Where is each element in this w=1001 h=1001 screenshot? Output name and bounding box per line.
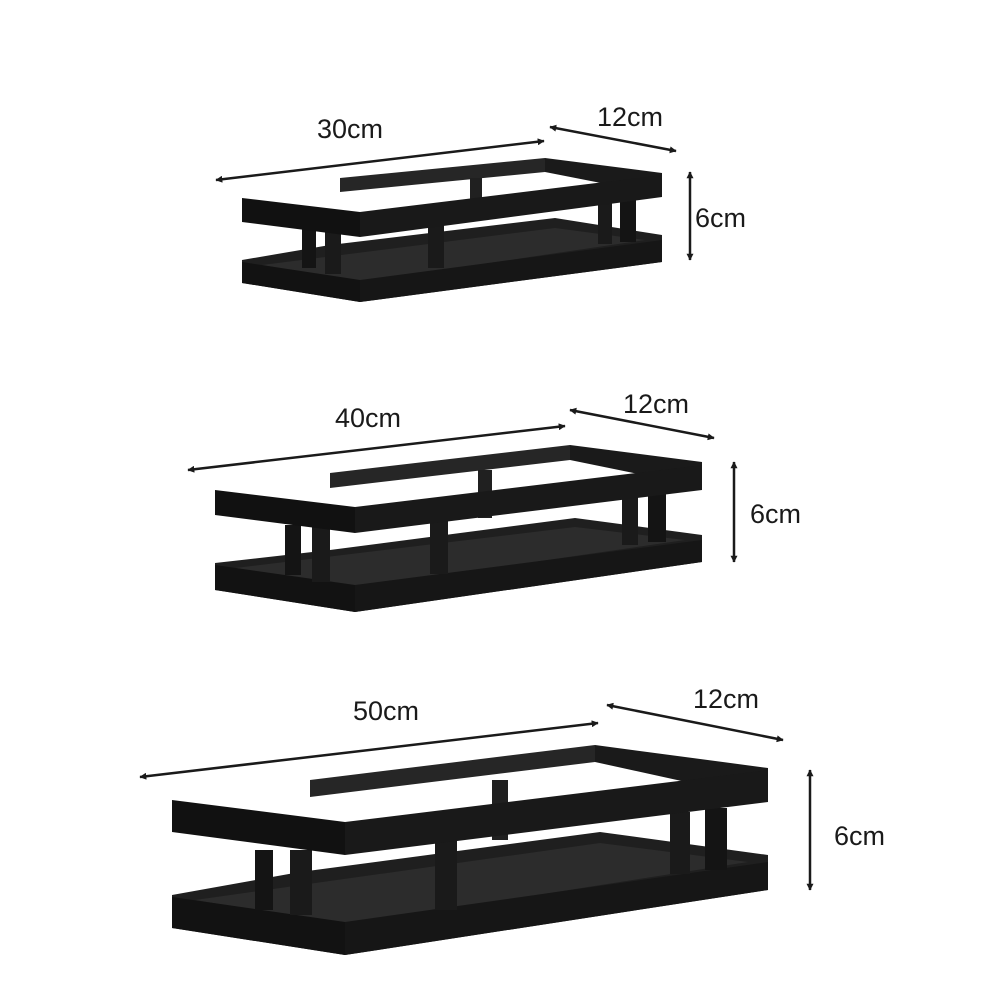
shelf-40cm bbox=[187, 407, 738, 612]
front-post bbox=[430, 512, 448, 574]
front-post bbox=[302, 222, 316, 268]
shelf-1-height-label: 6cm bbox=[695, 203, 747, 233]
base-tray-front-long bbox=[355, 540, 702, 612]
front-post bbox=[255, 850, 273, 910]
front-rail-long bbox=[355, 465, 702, 533]
base-tray-inner bbox=[195, 843, 748, 925]
shelf-3-depth-label: 12cm bbox=[693, 684, 760, 714]
base-tray-front-long bbox=[345, 862, 768, 955]
front-post bbox=[622, 495, 638, 545]
back-rail bbox=[330, 445, 570, 488]
front-post bbox=[648, 492, 666, 542]
shelf-1-depth-label: 12cm bbox=[597, 102, 664, 132]
base-tray-front bbox=[172, 897, 345, 955]
front-rail-long bbox=[345, 770, 768, 855]
front-post bbox=[670, 812, 690, 874]
front-post bbox=[290, 850, 312, 915]
front-post bbox=[620, 196, 636, 242]
base-tray-front-long bbox=[360, 240, 662, 302]
back-rail bbox=[340, 158, 545, 192]
shelf-2-depth-label: 12cm bbox=[623, 389, 690, 419]
front-post bbox=[705, 808, 727, 870]
shelf-30cm bbox=[215, 124, 694, 302]
depth-arrow bbox=[606, 702, 784, 743]
front-post bbox=[325, 224, 341, 274]
length-arrow bbox=[187, 423, 566, 473]
base-tray-inner bbox=[235, 527, 685, 588]
front-post bbox=[312, 527, 330, 582]
length-arrow bbox=[215, 138, 545, 183]
front-rail bbox=[215, 490, 355, 533]
depth-arrow bbox=[549, 124, 677, 154]
front-post bbox=[435, 835, 457, 910]
base-tray-inner bbox=[262, 228, 645, 282]
shelf-2-height-label: 6cm bbox=[750, 499, 802, 529]
front-rail-long bbox=[360, 175, 662, 237]
base-tray-front bbox=[215, 565, 355, 612]
front-rail bbox=[172, 800, 345, 855]
front-post bbox=[598, 198, 612, 244]
shelf-50cm bbox=[139, 702, 814, 955]
length-arrow bbox=[139, 720, 599, 780]
front-rail bbox=[242, 198, 360, 237]
shelf-3-length-label: 50cm bbox=[353, 696, 420, 726]
shelf-3-height-label: 6cm bbox=[834, 821, 886, 851]
depth-arrow bbox=[569, 407, 715, 441]
shelf-1-length-label: 30cm bbox=[317, 114, 384, 144]
front-post bbox=[285, 525, 301, 575]
base-tray-front bbox=[242, 262, 360, 302]
shelf-2-length-label: 40cm bbox=[335, 403, 402, 433]
